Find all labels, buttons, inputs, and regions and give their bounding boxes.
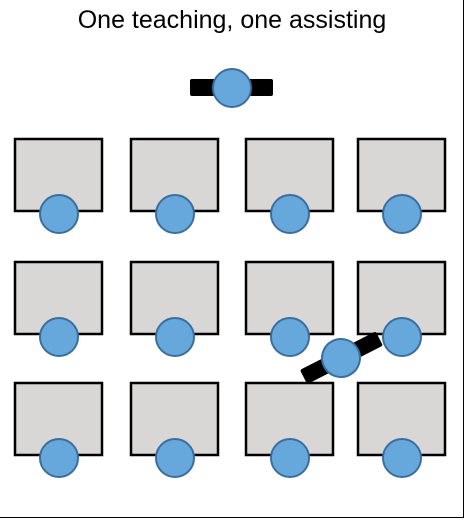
student-desk-group [244, 381, 335, 478]
student-desk-group [13, 381, 104, 478]
student-icon [270, 194, 310, 234]
diagram-frame: One teaching, one assisting [0, 0, 464, 518]
student-desk-group [129, 260, 220, 357]
assistant-teacher-group [300, 332, 383, 384]
student-icon [382, 438, 422, 478]
student-desk-group [356, 137, 447, 234]
classroom-diagram [13, 68, 447, 478]
student-desk-group [356, 260, 447, 357]
student-desk-group [244, 137, 335, 234]
student-icon [270, 317, 310, 357]
student-icon [155, 317, 195, 357]
student-icon [382, 194, 422, 234]
diagram-title: One teaching, one assisting [77, 6, 387, 34]
student-icon [155, 194, 195, 234]
student-desk-group [129, 381, 220, 478]
student-desk-group [129, 137, 220, 234]
student-desks [13, 137, 447, 478]
assistant-teacher-icon [321, 338, 361, 378]
student-desk-group [244, 260, 335, 357]
student-desk-group [356, 381, 447, 478]
student-icon [39, 194, 79, 234]
lead-teacher-group [190, 68, 273, 108]
lead-teacher-icon [212, 68, 252, 108]
student-desk-group [13, 137, 104, 234]
student-icon [382, 317, 422, 357]
student-icon [155, 438, 195, 478]
student-icon [270, 438, 310, 478]
student-icon [39, 438, 79, 478]
student-desk-group [13, 260, 104, 357]
student-icon [39, 317, 79, 357]
